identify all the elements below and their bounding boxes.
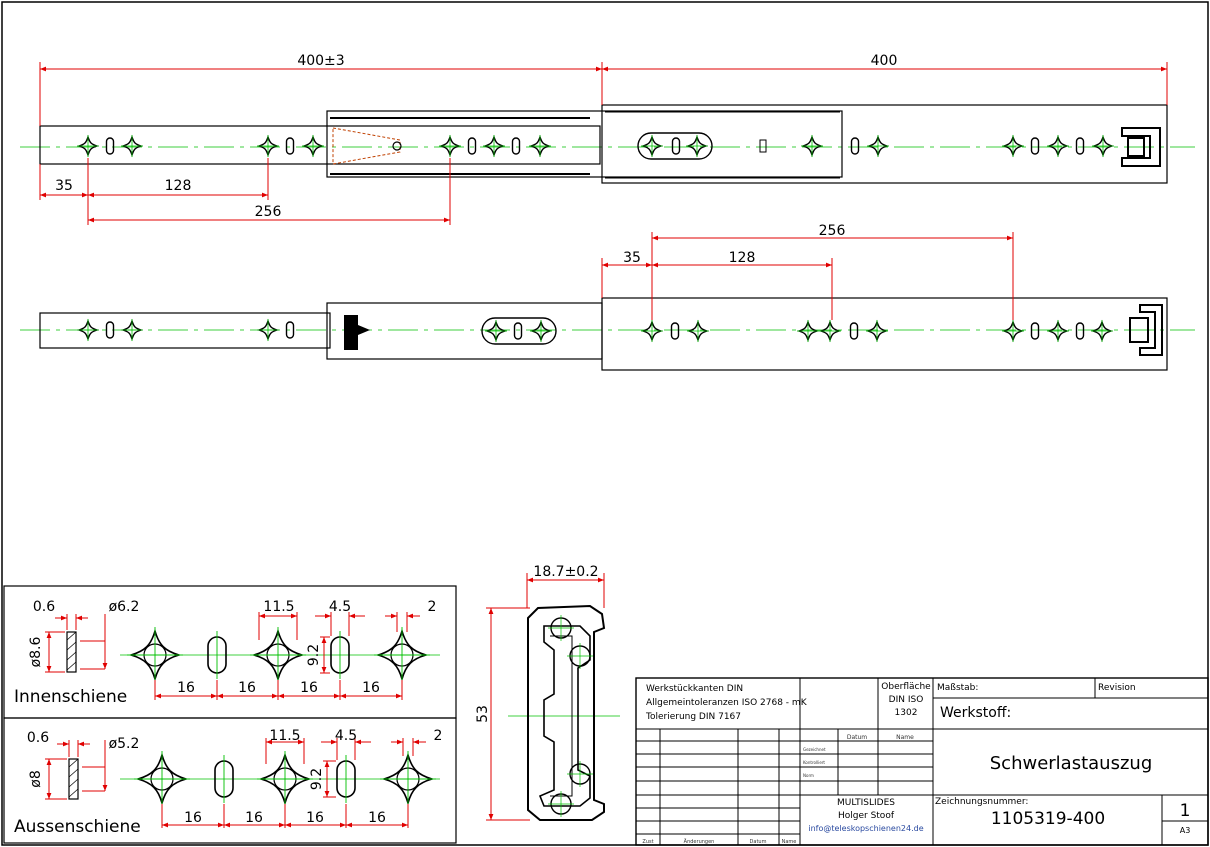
- change-col-1: Zust: [642, 839, 653, 845]
- title-block-text: Werkstückkanten DIN Allgemeintoleranzen …: [642, 682, 1190, 845]
- name-header: Name: [896, 734, 914, 741]
- inner-pitch-2: 16: [238, 680, 256, 696]
- outer-pitch-3: 16: [306, 810, 324, 826]
- row-label-3: Norm: [803, 773, 814, 778]
- email: info@teleskopschienen24.de: [808, 824, 923, 833]
- profile-height: 53: [475, 705, 491, 723]
- outer-h: 9.2: [309, 768, 325, 790]
- sheet-number: 1: [1180, 801, 1191, 821]
- dim-35-bottom: 35: [623, 250, 641, 266]
- inner-pitch-3: 16: [300, 680, 318, 696]
- change-col-4: Name: [782, 839, 797, 845]
- company-name: MULTISLIDES: [837, 798, 895, 808]
- outer-rail: [601, 104, 1168, 184]
- scale-label: Maßstab:: [937, 683, 978, 693]
- profile-width: 18.7±0.2: [533, 564, 598, 580]
- detail-inner-rail: 0.6 ø6.2 ø8.6 11.5 4.5 2 9.2 16 16 16 16…: [3, 585, 457, 719]
- dim-total-b: 400: [871, 53, 898, 69]
- change-col-3: Datum: [750, 839, 767, 845]
- outer-dia-hole: ø5.2: [109, 736, 140, 752]
- date-header: Datum: [847, 734, 867, 741]
- top-view: [20, 104, 1195, 184]
- inner-pitch-1: 16: [177, 680, 195, 696]
- revision-label: Revision: [1098, 683, 1136, 693]
- inner-thickness: 0.6: [33, 599, 55, 615]
- bottom-view: [20, 297, 1195, 371]
- middle-rail: [326, 110, 843, 178]
- inner-rail-closed: [39, 312, 331, 349]
- dim-35: 35: [55, 178, 73, 194]
- inner-w2: 4.5: [329, 599, 351, 615]
- dim-256-bottom: 256: [819, 223, 846, 239]
- inner-dia-hole: ø6.2: [109, 599, 140, 615]
- drawing-no-label: Zeichnungsnummer:: [935, 797, 1028, 807]
- title-block: [635, 677, 1209, 846]
- outer-dia-head: ø8: [28, 770, 44, 787]
- drawing-no: 1105319-400: [991, 809, 1105, 829]
- detail-outer-rail: 0.6 ø5.2 ø8 11.5 4.5 2 9.2 16 16 16 16 A…: [3, 717, 457, 844]
- inner-pitch-4: 16: [362, 680, 380, 696]
- outer-w3: 2: [434, 728, 443, 744]
- outer-thickness: 0.6: [27, 730, 49, 746]
- outer-rail-closed: [601, 297, 1168, 371]
- surface-label: Oberfläche: [881, 682, 931, 692]
- dim-total-a: 400±3: [297, 53, 344, 69]
- top-dimensions: [39, 62, 1168, 225]
- inner-h: 9.2: [306, 644, 322, 666]
- outer-pitch-4: 16: [368, 810, 386, 826]
- inner-dia-head: ø8.6: [28, 636, 44, 667]
- middle-rail-closed: [326, 302, 603, 360]
- outer-label: Aussenschiene: [14, 817, 141, 837]
- profile-section: 18.7±0.2 53: [475, 564, 620, 821]
- person-name: Holger Stoof: [838, 811, 895, 821]
- note-3: Tolerierung DIN 7167: [645, 712, 741, 722]
- surface-value-2: 1302: [895, 708, 918, 718]
- outer-w2: 4.5: [335, 728, 357, 744]
- dim-128-bottom: 128: [729, 250, 756, 266]
- row-label-1: Gezeichnet: [803, 747, 826, 752]
- change-col-2: Änderungen: [684, 838, 715, 845]
- material-label: Werkstoff:: [940, 705, 1011, 721]
- inner-w3: 2: [428, 599, 437, 615]
- note-1: Werkstückkanten DIN: [646, 684, 743, 694]
- outer-w1: 11.5: [269, 728, 300, 744]
- drawing-title: Schwerlastauszug: [990, 753, 1153, 774]
- bottom-dimensions: [601, 232, 1014, 320]
- inner-w1: 11.5: [263, 599, 294, 615]
- dim-256: 256: [255, 204, 282, 220]
- sheet-format: A3: [1180, 826, 1191, 835]
- row-label-2: Kontrolliert: [803, 760, 825, 765]
- note-2: Allgemeintoleranzen ISO 2768 - mK: [646, 698, 808, 708]
- inner-rail: [39, 125, 601, 165]
- surface-value-1: DIN ISO: [889, 695, 924, 705]
- outer-pitch-1: 16: [184, 810, 202, 826]
- outer-pitch-2: 16: [245, 810, 263, 826]
- inner-label: Innenschiene: [14, 687, 127, 707]
- dim-128: 128: [165, 178, 192, 194]
